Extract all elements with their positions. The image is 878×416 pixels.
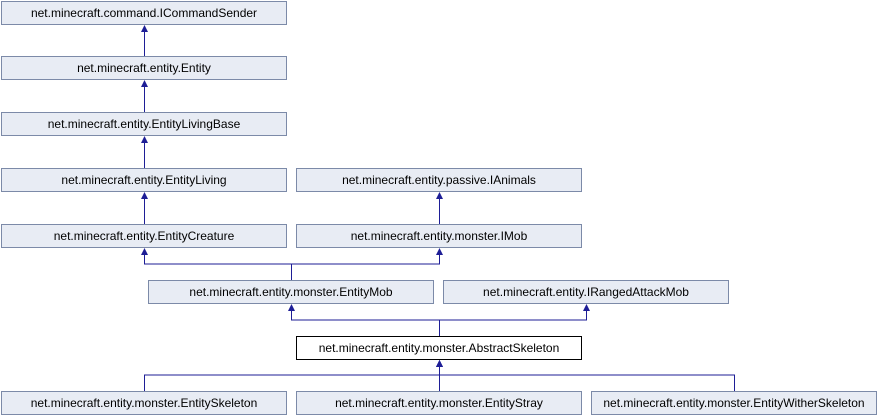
node-label: net.minecraft.entity.monster.AbstractSke…	[318, 341, 560, 355]
node-label: net.minecraft.entity.monster.EntityWithe…	[603, 396, 865, 410]
node-label: net.minecraft.entity.EntityLivingBase	[47, 117, 241, 131]
node-imob[interactable]: net.minecraft.entity.monster.IMob	[296, 224, 582, 248]
node-label: net.minecraft.entity.EntityLiving	[61, 173, 227, 187]
edge-entitymob-to-imob	[291, 254, 440, 280]
arrowhead-imob-to-ianimals	[436, 192, 443, 199]
node-label: net.minecraft.entity.monster.EntitySkele…	[30, 396, 258, 410]
node-entitymob[interactable]: net.minecraft.entity.monster.EntityMob	[148, 280, 434, 304]
node-label: net.minecraft.entity.IRangedAttackMob	[483, 285, 689, 299]
arrowhead-abstractskeleton-to-irangedattackmob	[583, 304, 590, 311]
node-entitylivingbase[interactable]: net.minecraft.entity.EntityLivingBase	[1, 112, 287, 136]
edge-entitymob-to-entitycreature	[144, 254, 292, 280]
node-abstractskeleton: net.minecraft.entity.monster.AbstractSke…	[296, 336, 582, 360]
node-entitystray[interactable]: net.minecraft.entity.monster.EntityStray	[296, 391, 582, 415]
edge-abstractskeleton-to-irangedattackmob	[439, 310, 587, 336]
node-label: net.minecraft.entity.EntityCreature	[53, 229, 235, 243]
node-label: net.minecraft.entity.monster.IMob	[350, 229, 528, 243]
node-entitycreature[interactable]: net.minecraft.entity.EntityCreature	[1, 224, 287, 248]
arrowhead-entitycreature-to-entityliving	[141, 192, 148, 199]
node-icommandsender[interactable]: net.minecraft.command.ICommandSender	[1, 1, 287, 25]
node-ianimals[interactable]: net.minecraft.entity.passive.IAnimals	[296, 168, 582, 192]
node-entityliving[interactable]: net.minecraft.entity.EntityLiving	[1, 168, 287, 192]
node-entitywitherskeleton[interactable]: net.minecraft.entity.monster.EntityWithe…	[591, 391, 877, 415]
node-label: net.minecraft.entity.passive.IAnimals	[342, 173, 536, 187]
node-label: net.minecraft.entity.Entity	[77, 61, 211, 75]
arrowhead-entitymob-to-entitycreature	[141, 248, 148, 255]
arrowhead-entity-to-icommandsender	[141, 25, 148, 32]
node-irangedattackmob[interactable]: net.minecraft.entity.IRangedAttackMob	[443, 280, 729, 304]
arrowhead-entitywitherskeleton-to-abstractskeleton	[436, 360, 443, 367]
node-label: net.minecraft.entity.monster.EntityStray	[335, 396, 543, 410]
node-entityskeleton[interactable]: net.minecraft.entity.monster.EntitySkele…	[1, 391, 287, 415]
node-entity[interactable]: net.minecraft.entity.Entity	[1, 56, 287, 80]
edge-abstractskeleton-to-entitymob	[291, 310, 440, 336]
arrowhead-entityliving-to-entitylivingbase	[141, 136, 148, 143]
arrowhead-entitymob-to-imob	[436, 248, 443, 255]
arrowhead-abstractskeleton-to-entitymob	[288, 304, 295, 311]
edge-entitywitherskeleton-to-abstractskeleton	[439, 366, 735, 391]
edge-entityskeleton-to-abstractskeleton	[144, 366, 440, 391]
arrowhead-entitylivingbase-to-entity	[141, 80, 148, 87]
node-label: net.minecraft.command.ICommandSender	[30, 6, 258, 20]
node-label: net.minecraft.entity.monster.EntityMob	[189, 285, 393, 299]
